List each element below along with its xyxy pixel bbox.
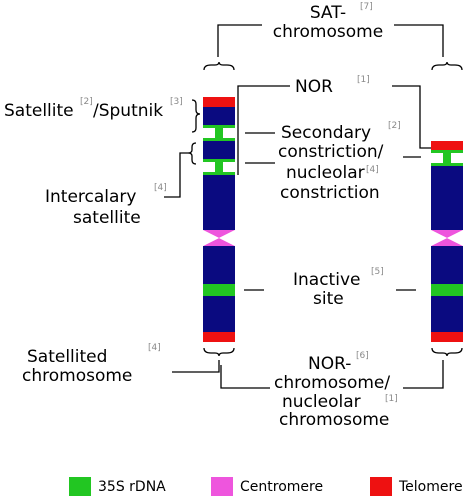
left-arm-bottom [203,296,235,332]
intercalary-brace [187,142,197,165]
left-top-brace [203,61,235,71]
inactive-label-line2: site [313,289,344,309]
nor-line-right [392,85,431,149]
secondary-label-line3: nucleolar [286,163,365,183]
left-telomere-bottom [203,332,235,342]
norchrom-ref: [6] [356,351,369,361]
intercalary-label-line2: satellite [73,208,141,228]
left-constriction-gap-upper-a [203,128,215,138]
left-bottom-brace [203,347,235,357]
left-centromere-notch-right [219,230,235,246]
right-centromere-notch-right [447,230,463,246]
legend-swatch-rdna [69,477,91,496]
sat-label-line2: chromosome [273,22,383,42]
right-telomere-top [431,141,463,150]
labels: SAT- [7] chromosome NOR [1] Satellite [2… [4,2,401,430]
legend-label-telomere: Telomere [398,479,463,495]
legend-swatch-telomere [370,477,392,496]
left-constriction-gap-lower-a [203,162,215,172]
sputnik-label: /Sputnik [93,101,163,121]
satellited-line [172,360,220,373]
sat-bracket [217,24,444,57]
right-arm-lower [431,246,463,284]
sat-ref: [7] [360,2,373,12]
satellited-ref: [4] [148,343,161,353]
satellited-label-line1: Satellited [27,347,107,367]
right-bottom-brace [431,347,463,357]
right-constriction-gap-a [431,153,443,163]
left-centromere-notch-left [203,230,219,246]
inactive-label-line1: Inactive [293,270,360,290]
satellite-ref-a: [2] [80,97,93,107]
legend-swatch-centromere [211,477,233,496]
norchrom-label-line2: chromosome/ [274,373,390,393]
norchrom-label-line4: chromosome [279,410,389,430]
nor-line [237,85,290,175]
left-inactive-rdna [203,284,235,296]
nor-ref: [1] [357,75,370,85]
secondary-ref-b: [4] [366,165,379,175]
satellite-ref-b: [3] [170,97,183,107]
norchrom-ref-b: [1] [385,394,398,404]
secondary-ref: [2] [388,121,401,131]
right-arm-upper [431,166,463,230]
left-arm-upper [203,175,235,230]
left-intercalary-satellite [203,141,235,159]
left-satellite-arm [203,107,235,125]
left-chromosome [203,97,235,342]
norchrom-label-line3: nucleolar [282,392,361,412]
satellite-brace [191,99,201,133]
satellite-label: Satellite [4,101,74,121]
norchrom-label-line1: NOR- [308,354,351,374]
right-top-brace [431,61,463,71]
left-constriction-gap-lower-b [223,162,235,172]
right-chromosome [431,141,463,342]
right-telomere-bottom [431,332,463,342]
nor-label: NOR [295,77,333,97]
legend: 35S rDNA Centromere Telomere [69,477,463,496]
left-arm-lower [203,246,235,284]
right-centromere-notch-left [431,230,447,246]
secondary-label-line4: constriction [280,183,380,203]
sat-label-line1: SAT- [310,3,346,23]
legend-label-centromere: Centromere [240,479,323,495]
intercalary-label-line1: Intercalary [45,187,136,207]
intercalary-line [164,152,188,198]
secondary-label-line1: Secondary [281,123,371,143]
intercalary-ref: [4] [154,183,167,193]
right-arm-bottom [431,296,463,332]
legend-label-rdna: 35S rDNA [98,479,166,495]
left-constriction-gap-upper-b [223,128,235,138]
left-telomere-top [203,97,235,107]
satellited-label-line2: chromosome [22,366,132,386]
norchrom-line-right [403,360,444,389]
right-inactive-rdna [431,284,463,296]
connector-lines [164,24,463,389]
inactive-ref: [5] [371,267,384,277]
right-constriction-gap-b [451,153,463,163]
norchrom-line-left [220,365,270,389]
secondary-label-line2: constriction/ [278,142,384,162]
